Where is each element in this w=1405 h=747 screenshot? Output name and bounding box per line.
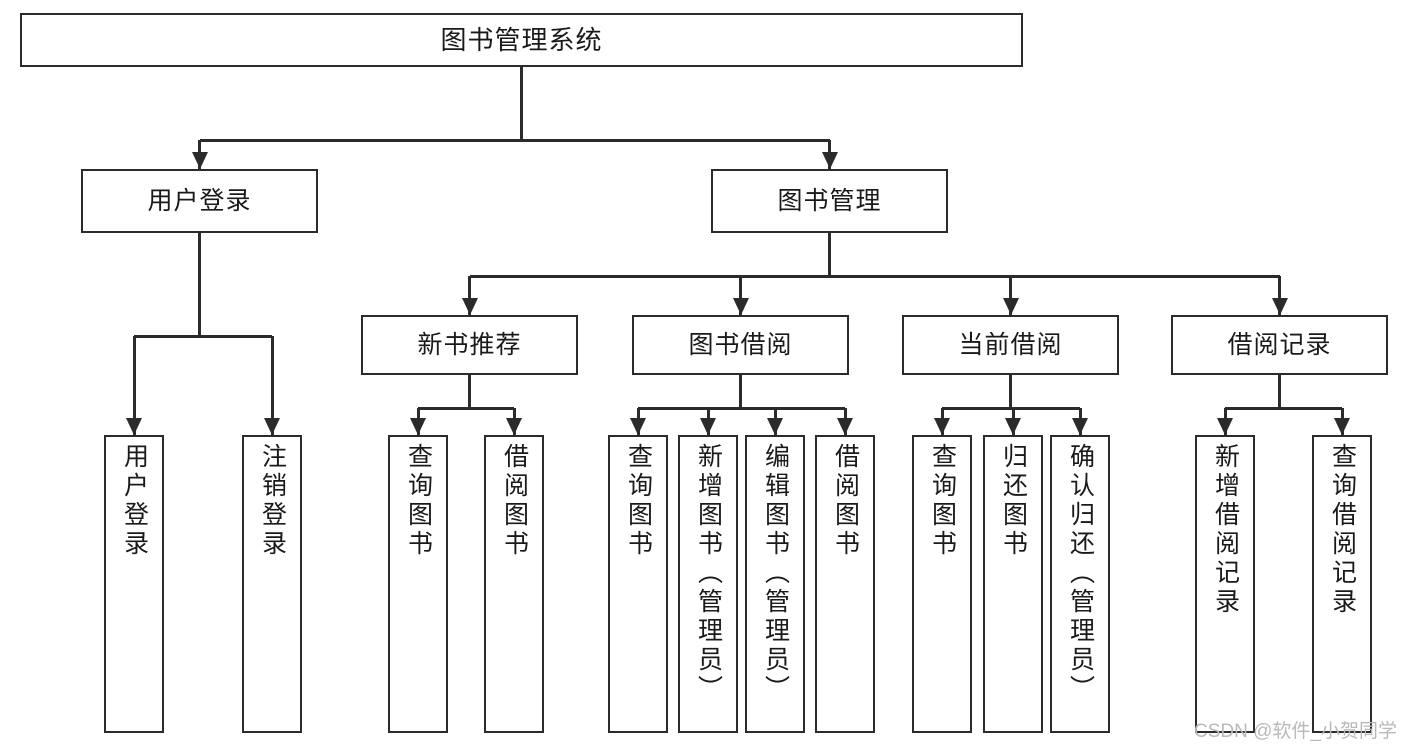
arrow-head — [630, 418, 646, 435]
node-bb-query-book-label: 查询图书 — [624, 443, 653, 559]
node-user-login-do-label: 用户登录 — [120, 443, 149, 559]
arrow-head — [732, 298, 749, 315]
node-user-logout[interactable]: 注销登录 — [242, 435, 302, 733]
node-bb-edit-book[interactable]: 编辑图书（管理员） — [745, 435, 805, 733]
arrow-head — [821, 152, 838, 169]
connector-stem — [1278, 375, 1281, 408]
connector-stem — [1009, 375, 1012, 408]
arrow-head — [767, 418, 783, 435]
arrow-head — [837, 418, 853, 435]
connector-bus — [418, 406, 514, 410]
node-book-borrow-label: 图书借阅 — [688, 330, 793, 359]
node-cb-return-book-label: 归还图书 — [999, 443, 1028, 559]
node-br-query-record[interactable]: 查询借阅记录 — [1312, 435, 1372, 733]
node-cb-confirm-return[interactable]: 确认归还（管理员） — [1050, 435, 1110, 733]
node-nb-borrow-book[interactable]: 借阅图书 — [484, 435, 544, 733]
node-nb-query-book-label: 查询图书 — [404, 443, 433, 559]
connector-bus — [638, 406, 845, 410]
connector-bus — [942, 406, 1080, 410]
node-borrow-records-label: 借阅记录 — [1227, 330, 1332, 359]
connector-stem — [468, 375, 471, 408]
node-borrow-records[interactable]: 借阅记录 — [1171, 315, 1388, 375]
node-br-add-record-label: 新增借阅记录 — [1211, 443, 1240, 617]
arrow-head — [191, 152, 208, 169]
connector-drop — [739, 276, 742, 315]
node-book-borrow[interactable]: 图书借阅 — [632, 315, 849, 375]
arrow-head — [1217, 418, 1233, 435]
connector-stem — [739, 375, 742, 408]
arrow-head — [934, 418, 950, 435]
arrow-head — [126, 418, 142, 435]
node-root[interactable]: 图书管理系统 — [20, 13, 1023, 67]
node-user-login-label: 用户登录 — [147, 186, 252, 215]
connector-stem — [198, 233, 201, 336]
node-current-borrow[interactable]: 当前借阅 — [902, 315, 1119, 375]
arrow-head — [700, 418, 716, 435]
node-current-borrow-label: 当前借阅 — [958, 330, 1063, 359]
node-br-query-record-label: 查询借阅记录 — [1328, 443, 1357, 617]
connector-stem — [828, 233, 831, 276]
connector-bus — [134, 334, 272, 338]
node-nb-query-book[interactable]: 查询图书 — [388, 435, 448, 733]
node-cb-confirm-return-label: 确认归还（管理员） — [1066, 443, 1095, 704]
connector-drop — [132, 336, 136, 435]
node-root-label: 图书管理系统 — [440, 25, 603, 55]
connector-drop — [1278, 276, 1281, 315]
node-new-book-recommend[interactable]: 新书推荐 — [361, 315, 578, 375]
node-bb-borrow-book[interactable]: 借阅图书 — [815, 435, 875, 733]
arrow-head — [506, 418, 522, 435]
connector-drop — [270, 336, 274, 435]
connector-drop — [1009, 276, 1012, 315]
connector-bus — [469, 274, 1280, 278]
arrow-head — [1002, 298, 1019, 315]
arrow-head — [410, 418, 426, 435]
arrow-head — [461, 298, 478, 315]
node-bb-borrow-book-label: 借阅图书 — [831, 443, 860, 559]
node-book-management[interactable]: 图书管理 — [711, 169, 948, 233]
node-user-login[interactable]: 用户登录 — [81, 169, 318, 233]
node-cb-return-book[interactable]: 归还图书 — [983, 435, 1043, 733]
arrow-head — [1334, 418, 1350, 435]
node-br-add-record[interactable]: 新增借阅记录 — [1195, 435, 1255, 733]
arrow-head — [1005, 418, 1021, 435]
arrow-head — [1271, 298, 1288, 315]
connector-bus — [199, 138, 830, 142]
node-bb-edit-book-label: 编辑图书（管理员） — [761, 443, 790, 704]
node-new-book-recommend-label: 新书推荐 — [417, 330, 522, 359]
node-cb-query-book-label: 查询图书 — [928, 443, 957, 559]
node-bb-add-book[interactable]: 新增图书（管理员） — [678, 435, 738, 733]
node-nb-borrow-book-label: 借阅图书 — [500, 443, 529, 559]
node-cb-query-book[interactable]: 查询图书 — [912, 435, 972, 733]
arrow-head — [264, 418, 280, 435]
connector-bus — [1225, 406, 1342, 410]
node-user-logout-label: 注销登录 — [258, 443, 287, 559]
node-user-login-do[interactable]: 用户登录 — [104, 435, 164, 733]
node-book-management-label: 图书管理 — [777, 186, 882, 215]
connector-drop — [468, 276, 471, 315]
connector-stem — [520, 67, 523, 140]
arrow-head — [1072, 418, 1088, 435]
node-bb-add-book-label: 新增图书（管理员） — [694, 443, 723, 704]
node-bb-query-book[interactable]: 查询图书 — [608, 435, 668, 733]
